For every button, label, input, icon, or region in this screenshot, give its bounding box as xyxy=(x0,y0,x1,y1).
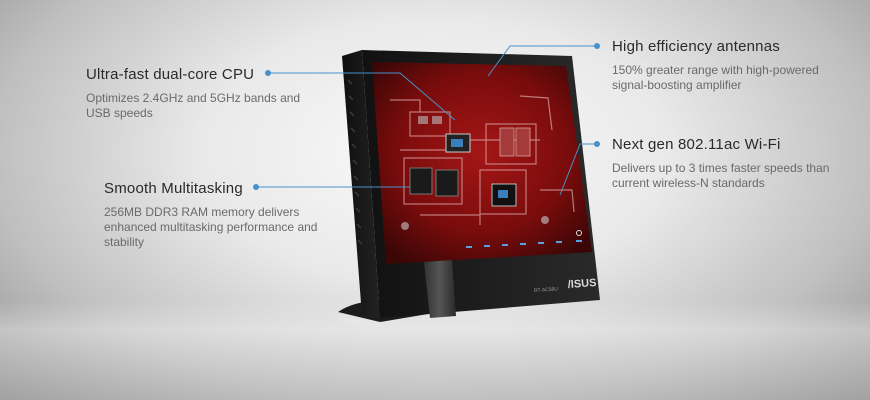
callout-connectors xyxy=(256,45,597,196)
svg-text:/ISUS: /ISUS xyxy=(567,277,597,291)
brand-logo: /ISUS RT-AC56U xyxy=(534,277,597,294)
svg-text:RT-AC56U: RT-AC56U xyxy=(534,286,559,294)
antennas-callout-title: High efficiency antennas xyxy=(612,38,780,55)
wifi-dot xyxy=(594,141,600,147)
antennas-dot xyxy=(594,43,600,49)
board-components xyxy=(401,116,549,230)
wifi-connector-line xyxy=(559,143,597,196)
wifi-callout: Next gen 802.11ac Wi-Fi Delivers up to 3… xyxy=(612,136,857,191)
multitasking-dot xyxy=(253,184,259,190)
multitasking-callout: Smooth Multitasking 256MB DDR3 RAM memor… xyxy=(104,180,344,250)
antennas-callout: High efficiency antennas 150% greater ra… xyxy=(612,38,857,93)
side-vents xyxy=(347,79,363,245)
wifi-callout-description: Delivers up to 3 times faster speeds tha… xyxy=(612,161,830,190)
cpu-dot xyxy=(265,70,271,76)
circuit-board xyxy=(372,62,592,264)
cpu-connector-line xyxy=(268,72,456,121)
callout-dots xyxy=(253,43,600,190)
router-side-panel xyxy=(342,50,380,318)
status-leds xyxy=(466,230,582,248)
antennas-callout-description: 150% greater range with high-powered sig… xyxy=(612,63,819,92)
cpu-callout-title: Ultra-fast dual-core CPU xyxy=(86,66,255,83)
cpu-callout-description: Optimizes 2.4GHz and 5GHz bands and USB … xyxy=(86,91,301,120)
wifi-callout-title: Next gen 802.11ac Wi-Fi xyxy=(612,136,781,153)
multitasking-callout-description: 256MB DDR3 RAM memory delivers enhanced … xyxy=(104,205,318,249)
multitasking-callout-title: Smooth Multitasking xyxy=(104,180,243,197)
stand-bracket xyxy=(424,260,456,318)
antennas-connector-line xyxy=(487,45,597,77)
cpu-callout: Ultra-fast dual-core CPU Optimizes 2.4GH… xyxy=(86,66,326,121)
